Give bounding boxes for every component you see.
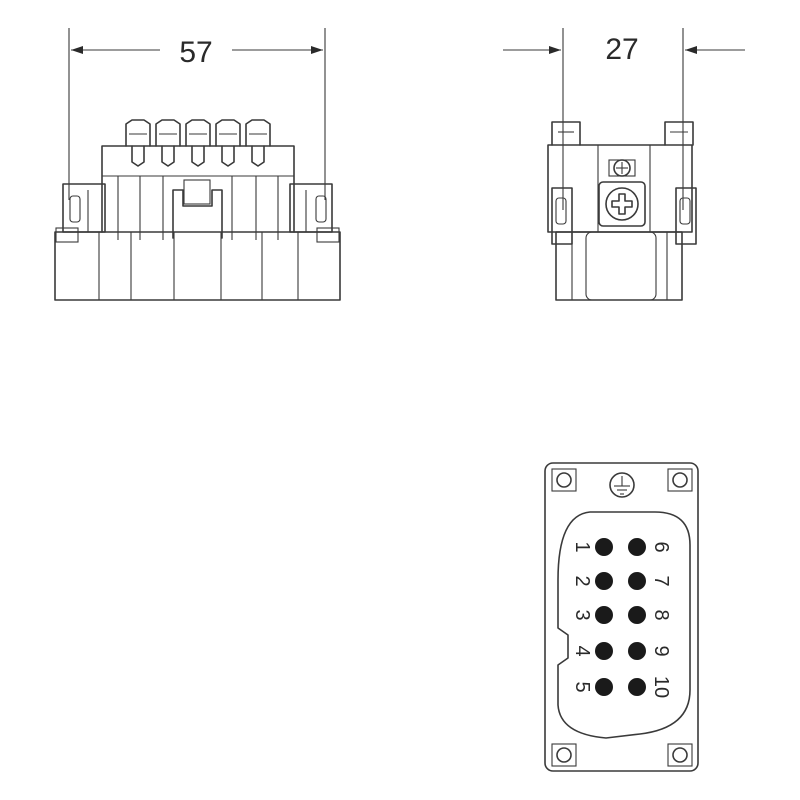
mounting-hole-icon xyxy=(551,468,577,492)
left-latch xyxy=(55,183,106,243)
contact-pin xyxy=(628,538,646,556)
earth-ground-icon xyxy=(609,472,635,498)
contact-pin xyxy=(628,678,646,696)
pin-label: 6 xyxy=(650,541,672,552)
front-body-base xyxy=(54,231,341,301)
earth-terminal-screw xyxy=(608,159,636,177)
width-dimension-label: 57 xyxy=(179,36,212,69)
terminal-screws xyxy=(125,119,271,167)
terminal-screw xyxy=(215,119,241,167)
terminal-screw xyxy=(185,119,211,167)
pin-label: 8 xyxy=(650,609,672,620)
front-body-upper xyxy=(101,145,295,233)
contact-pins xyxy=(595,538,646,696)
terminal-screw xyxy=(155,119,181,167)
contact-pin xyxy=(628,606,646,624)
contact-pin xyxy=(595,642,613,660)
front-view: 57 xyxy=(54,28,341,301)
side-view: 27 xyxy=(503,28,745,301)
contact-pin xyxy=(595,606,613,624)
insert-face-outline xyxy=(544,462,699,772)
contact-pin xyxy=(628,572,646,590)
terminal-screw xyxy=(245,119,271,167)
pin-label: 10 xyxy=(650,676,672,698)
pin-label: 1 xyxy=(571,541,593,552)
right-latch xyxy=(289,183,340,243)
pin-numbers-right: 6 7 8 9 10 xyxy=(650,541,672,698)
terminal-screw xyxy=(125,119,151,167)
pin-label: 2 xyxy=(571,575,593,586)
pin-face-view: 1 2 3 4 5 6 7 8 9 10 xyxy=(544,462,699,772)
mounting-hole-icon xyxy=(667,468,693,492)
depth-dimension-label: 27 xyxy=(605,33,638,66)
pin-label: 4 xyxy=(571,645,593,656)
pin-label: 3 xyxy=(571,609,593,620)
pin-label: 7 xyxy=(650,575,672,586)
pin-numbers-left: 1 2 3 4 5 xyxy=(571,541,593,692)
mounting-hole-icon xyxy=(551,743,577,767)
side-right-latch xyxy=(675,187,697,245)
side-body-base xyxy=(555,231,683,301)
coding-outline xyxy=(557,511,691,739)
contact-pin xyxy=(595,678,613,696)
contact-pin xyxy=(595,538,613,556)
contact-pin xyxy=(628,642,646,660)
width-dimension: 57 xyxy=(68,28,326,200)
contact-pin xyxy=(595,572,613,590)
mounting-hole-icon xyxy=(667,743,693,767)
depth-dimension: 27 xyxy=(503,28,745,210)
pin-label: 5 xyxy=(571,681,593,692)
side-left-latch xyxy=(551,187,573,245)
cross-screw-icon xyxy=(598,181,646,227)
pin-label: 9 xyxy=(650,645,672,656)
